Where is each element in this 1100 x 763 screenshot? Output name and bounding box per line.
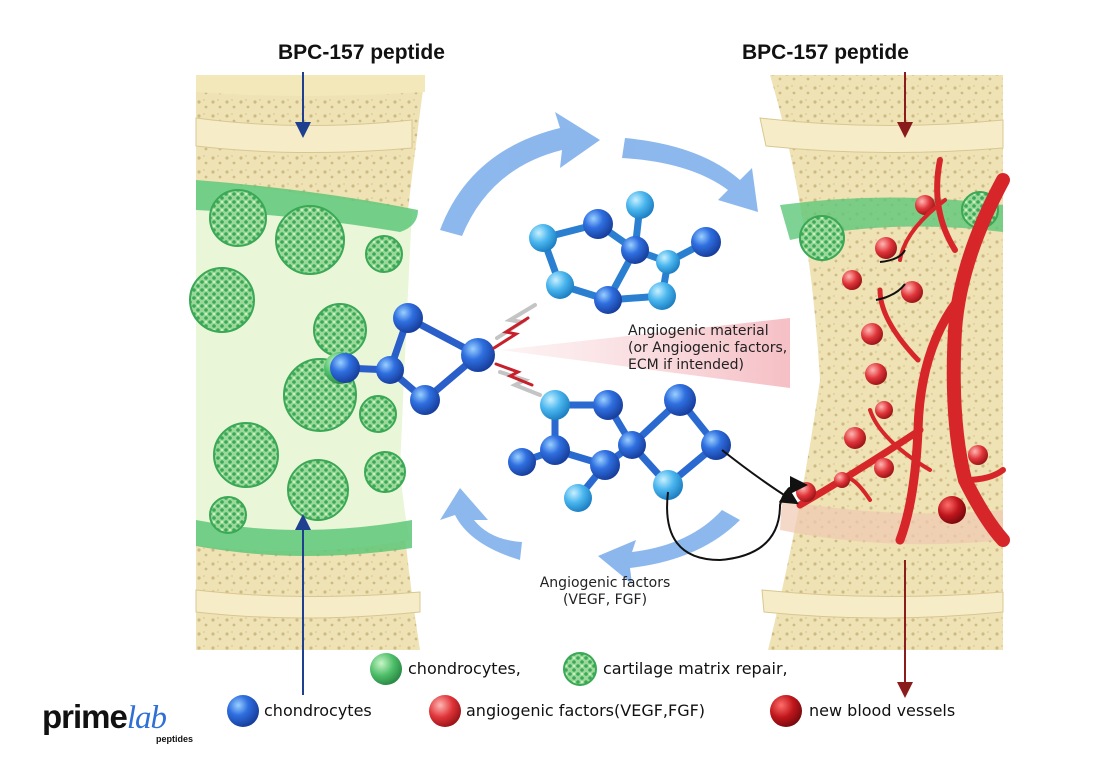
left-title: BPC-157 peptide [278, 41, 445, 64]
molecule-left [330, 303, 495, 415]
signal-bolts [492, 303, 542, 397]
angio-material-line-2: (or Angiogenic factors, [628, 340, 788, 356]
legend-angiogenic-factors: angiogenic factors(VEGF,FGF) [466, 701, 706, 720]
angio-factors-line-2: (VEGF, FGF) [562, 592, 648, 608]
blue-sphere-icon [227, 695, 259, 727]
curved-connector-arrow [721, 449, 799, 505]
logo-main-text: prime [42, 698, 128, 735]
right-title: BPC-157 peptide [742, 41, 909, 64]
angio-material-line-1: Angiogenic material [628, 323, 769, 339]
light-red-sphere-icon [429, 695, 461, 727]
angiogenic-factors-label: Angiogenic factors (VEGF, FGF) [525, 575, 685, 609]
legend-cartilage-matrix: cartilage matrix repair, [603, 659, 788, 678]
angio-factors-line-1: Angiogenic factors [539, 575, 671, 591]
primelab-logo: primelab [42, 698, 167, 737]
logo-subtitle: peptides [156, 734, 194, 744]
angio-material-line-3: ECM if intended) [628, 357, 745, 373]
loop-connector-arrow [666, 476, 808, 562]
textured-green-sphere-icon [563, 652, 597, 686]
angiogenic-factor-spheres [796, 237, 988, 524]
right-tissue-block [759, 75, 1004, 650]
angiogenic-material-label: Angiogenic material (or Angiogenic facto… [628, 323, 787, 374]
logo-accent-text: lab [126, 700, 167, 736]
green-sphere-icon [370, 653, 402, 685]
molecule-top [529, 191, 721, 314]
molecule-bottom [508, 384, 731, 512]
dark-red-sphere-icon [770, 695, 802, 727]
legend-green-chondrocytes: chondrocytes, [408, 659, 521, 678]
legend-new-blood-vessels: new blood vessels [809, 701, 956, 720]
cycle-arrows [440, 112, 758, 584]
small-curve-marker-1 [879, 249, 906, 263]
small-curve-marker-2 [875, 283, 906, 301]
signal-beam [500, 318, 790, 388]
legend-blue-chondrocytes: chondrocytes [264, 701, 372, 720]
